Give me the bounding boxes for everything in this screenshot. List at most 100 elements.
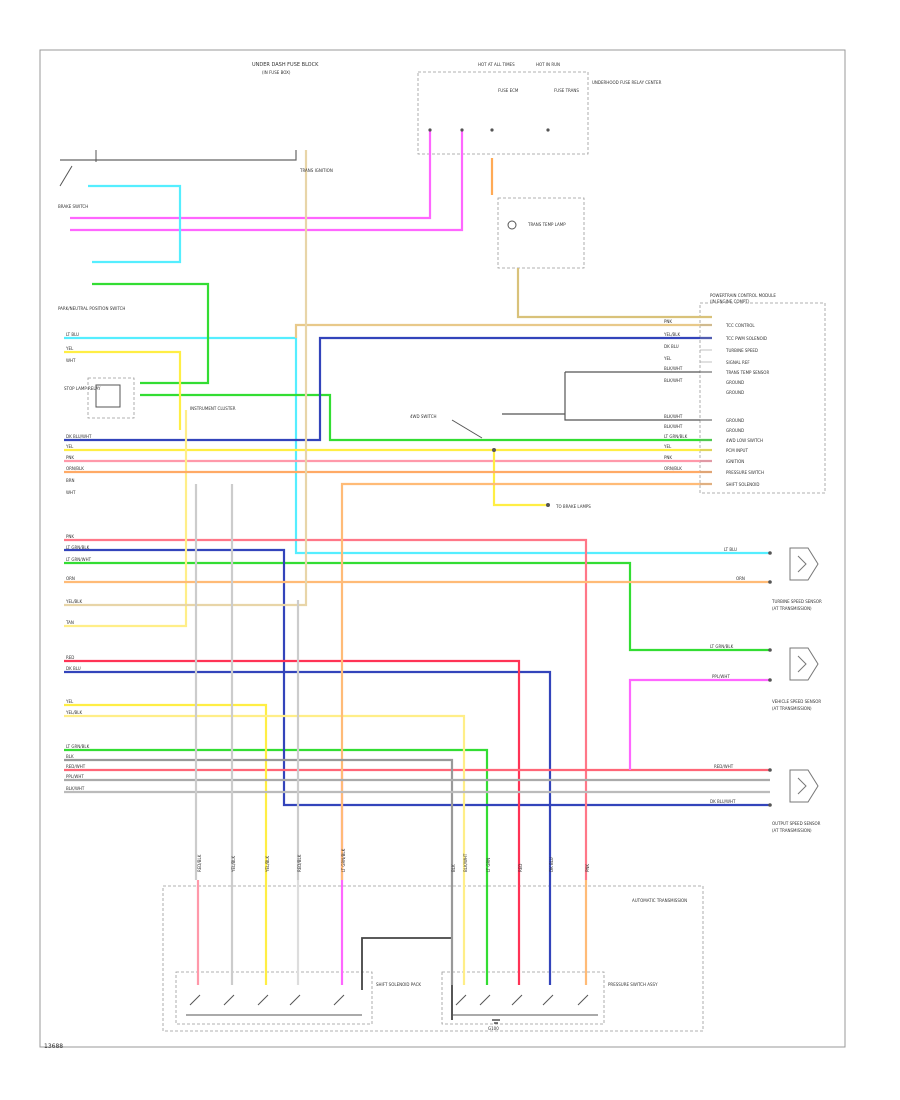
dot: [768, 768, 772, 772]
left-wire-labels: LT BLU YEL WHT DK BLU/WHT YEL PNK ORN/BL…: [65, 332, 92, 791]
wire-code: DK BLU: [664, 344, 679, 349]
fuse-trans: FUSE TRANS: [554, 88, 579, 93]
pressure-switch-outline: [441, 971, 605, 1025]
lamp-symbol: [507, 220, 517, 230]
solenoid-pack-outline: [175, 971, 373, 1025]
dot: [768, 678, 772, 682]
wire-code: LT GRN/BLK: [66, 545, 90, 550]
wire-code: RED: [66, 655, 74, 660]
sensors: [789, 547, 819, 803]
wire-code: BLK: [66, 754, 74, 759]
dot: [768, 648, 772, 652]
hot-at-all-times: HOT AT ALL TIMES: [478, 62, 515, 67]
wire-code: PPL/WHT: [66, 774, 84, 779]
turbine-speed: TURBINE SPEED SENSOR: [771, 599, 822, 604]
dot: [768, 803, 772, 807]
wire-code: YEL: [65, 444, 74, 449]
wire-code: LT GRN/WHT: [66, 557, 92, 562]
component-labels: UNDER DASH FUSE BLOCK (IN FUSE BOX) HOT …: [58, 62, 822, 1031]
wire-code: BLK: [451, 864, 456, 872]
wire-code: LT GRN/BLK: [66, 744, 90, 749]
wire-yellow-stop: [64, 350, 182, 430]
underhood-relay-outline: [497, 197, 585, 269]
wire-red-drop: [64, 659, 521, 880]
stop-lamp-outline: [87, 377, 135, 419]
wire-code: BLK/WHT: [664, 366, 683, 371]
brake-switch-contact: [59, 150, 97, 187]
fuse-ecm: FUSE ECM: [498, 88, 519, 93]
fuse-block-sub: (IN FUSE BOX): [262, 70, 291, 75]
dot: [546, 128, 550, 132]
wire-code: YEL/BLK: [663, 332, 681, 337]
fuse-block-title: UNDER DASH FUSE BLOCK: [252, 62, 319, 68]
diagram-id: 13688: [44, 1043, 64, 1050]
wire-code: LT GRN: [486, 858, 491, 872]
wire-green-stop: [92, 282, 210, 385]
wire-code: YEL/BLK: [265, 855, 270, 873]
vehicle-speed-sensor: [789, 647, 819, 681]
trans-wire-labels: RED/BLK YEL/BLK YEL/BLK RED/BLK LT GRN/B…: [197, 848, 590, 873]
wire-pink-drop: [64, 538, 588, 880]
hot-in-run: HOT IN RUN: [536, 62, 560, 67]
wire-code: BLK/WHT: [664, 414, 683, 419]
wire-code: YEL/BLK: [65, 710, 83, 715]
ground-symbol: [492, 1019, 500, 1024]
wire-blue-long: [64, 548, 770, 807]
pcm-pin-label: SIGNAL REF: [726, 360, 750, 365]
wire-code: ORN/BLK: [66, 466, 84, 471]
pcm-pin-label: TURBINE SPEED: [725, 348, 758, 353]
wire-code: LT GRN/BLK: [664, 434, 688, 439]
turbine-speed-sensor: [789, 547, 819, 581]
pcm-pin-label: IGNITION: [726, 459, 744, 464]
brake-switch: BRAKE SWITCH: [58, 204, 88, 209]
pcm-pin-label: 4WD LOW SWITCH: [726, 438, 763, 443]
wire-black-pcm: [502, 371, 712, 421]
wire-code: RED/WHT: [714, 764, 734, 769]
wire-orange-drop: [340, 482, 712, 880]
wire-yellow-drop2: [64, 714, 466, 880]
wire-code: YEL: [65, 699, 74, 704]
dot: [768, 551, 772, 555]
wire-tan-pcm: [294, 323, 712, 338]
pcm-pin-label: PCM INPUT: [726, 448, 748, 453]
park-neutral: PARK/NEUTRAL POSITION SWITCH: [58, 306, 125, 311]
pcm-pin-label: GROUND: [726, 390, 744, 395]
wire-code: PNK: [66, 534, 74, 539]
pcm-pin-label: SHIFT SOLENOID: [726, 482, 760, 487]
wire-code: BLK/WHT: [66, 786, 85, 791]
wire-black-ground: [361, 937, 453, 1020]
wire-code: RED/BLK: [297, 854, 302, 872]
underhood-fuse: UNDERHOOD FUSE RELAY CENTER: [592, 80, 662, 85]
dot: [546, 503, 550, 507]
wire-code: RED/BLK: [197, 854, 202, 872]
connector-dots: [428, 128, 772, 807]
wire-cyan-long: [64, 336, 770, 555]
wire-code: PPL/WHT: [712, 674, 730, 679]
wire-code: ORN: [736, 576, 745, 581]
instrument-cluster: INSTRUMENT CLUSTER: [190, 406, 236, 411]
switch-symbols: [59, 150, 598, 1016]
component-outlines: [87, 71, 826, 1032]
wire-code: LT GRN/BLK: [710, 644, 734, 649]
pcm-pin-label: PRESSURE SWITCH: [726, 470, 764, 475]
g100-label: G100: [488, 1026, 499, 1031]
wire-code: YEL: [663, 356, 672, 361]
wire-code: PNK: [66, 455, 74, 460]
wire-code: BRN: [66, 478, 75, 483]
page-border: [39, 49, 846, 1048]
wire-code: YEL/BLK: [65, 599, 83, 604]
pcm-title: POWERTRAIN CONTROL MODULE: [710, 293, 776, 298]
dot: [428, 128, 432, 132]
wire-code: PNK: [664, 319, 672, 324]
wire-code: WHT: [66, 490, 76, 495]
trans-stubs: [196, 880, 588, 985]
wire-green-long: [64, 561, 770, 652]
wire-code: WHT: [66, 358, 76, 363]
pcm-pin-label: TCC CONTROL: [725, 323, 755, 328]
wire-code: LT BLU: [724, 547, 737, 552]
wire-blue-pcm: [64, 336, 712, 442]
wire-code: LT GRN/BLK: [341, 848, 346, 872]
wire-code: TAN: [65, 620, 74, 625]
wire-code: YEL/BLK: [231, 855, 236, 873]
